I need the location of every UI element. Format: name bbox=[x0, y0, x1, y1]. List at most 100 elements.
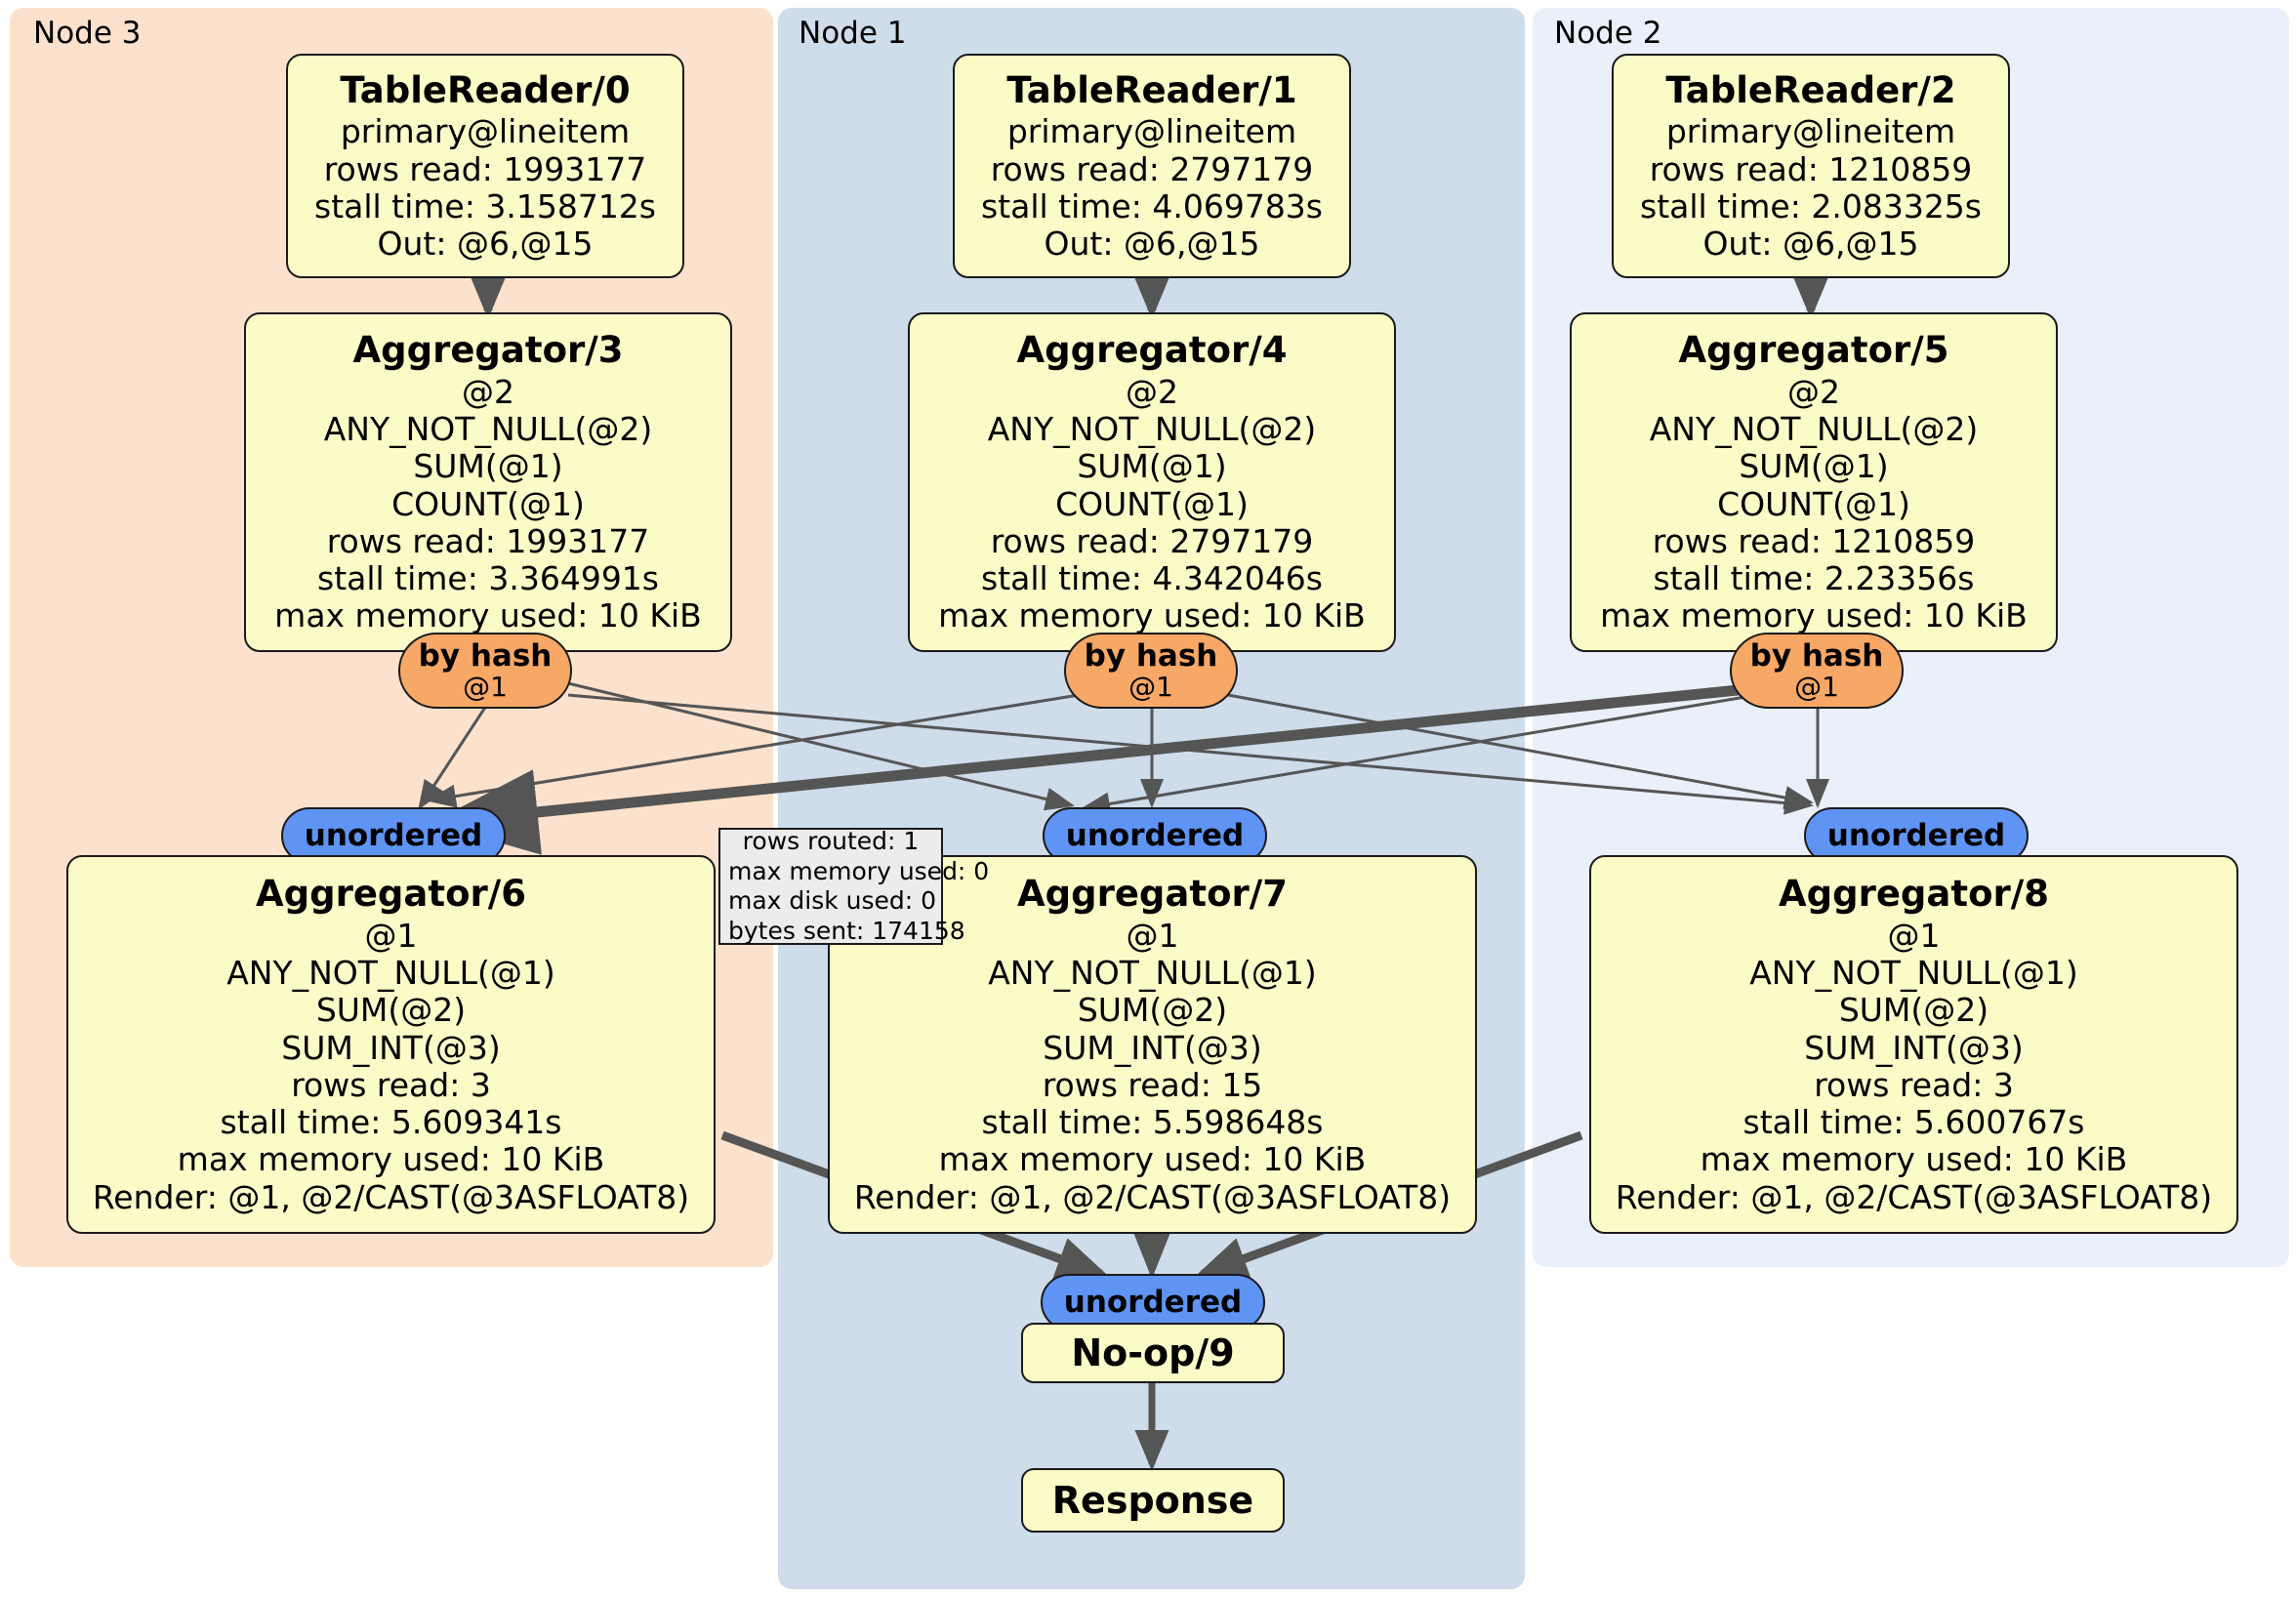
node-line: Render: @1, @2/CAST(@3ASFLOAT8) bbox=[1615, 1177, 2213, 1216]
node-line: Render: @1, @2/CAST(@3ASFLOAT8) bbox=[853, 1177, 1452, 1216]
node-line: max memory used: 10 KiB bbox=[938, 1140, 1367, 1179]
node-noop-9[interactable]: No-op/9 bbox=[1021, 1323, 1285, 1383]
node-line: stall time: 2.083325s bbox=[1640, 186, 1982, 225]
node-line: max memory used: 10 KiB bbox=[1600, 596, 2028, 635]
node-line: Out: @6,@15 bbox=[1044, 225, 1260, 264]
node-aggregator-3[interactable]: Aggregator/3 @2 ANY_NOT_NULL(@2) SUM(@1)… bbox=[244, 312, 732, 652]
node-line: COUNT(@1) bbox=[391, 484, 585, 523]
node-line: Render: @1, @2/CAST(@3ASFLOAT8) bbox=[92, 1177, 690, 1216]
statbox-line: bytes sent: 174158 bbox=[728, 916, 965, 945]
node-title: Aggregator/3 bbox=[352, 329, 624, 372]
node-title: TableReader/0 bbox=[340, 68, 631, 111]
node-line: max memory used: 10 KiB bbox=[1700, 1140, 2128, 1179]
node-line: @1 bbox=[1887, 916, 1941, 955]
node-title: TableReader/1 bbox=[1006, 68, 1297, 111]
node-line: stall time: 5.600767s bbox=[1742, 1103, 2085, 1142]
node-line: @2 bbox=[462, 372, 514, 411]
node-line: ANY_NOT_NULL(@1) bbox=[1749, 954, 2078, 993]
node-line: rows read: 3 bbox=[1814, 1065, 2014, 1104]
node-line: SUM_INT(@3) bbox=[1043, 1028, 1262, 1067]
receiver-title: unordered bbox=[1063, 1284, 1243, 1320]
node-title: Response bbox=[1051, 1479, 1254, 1522]
node-line: primary@lineitem bbox=[1006, 112, 1297, 151]
node-line: @2 bbox=[1126, 372, 1178, 411]
router-by-hash-mid[interactable]: by hash @1 bbox=[1064, 633, 1238, 709]
node-tablereader-0[interactable]: TableReader/0 primary@lineitem rows read… bbox=[286, 54, 684, 278]
node-line: stall time: 2.23356s bbox=[1653, 559, 1975, 598]
node-line: COUNT(@1) bbox=[1717, 484, 1910, 523]
node-line: ANY_NOT_NULL(@2) bbox=[987, 410, 1317, 449]
node-line: @1 bbox=[364, 916, 418, 955]
node-line: stall time: 5.598648s bbox=[981, 1103, 1324, 1142]
node-line: stall time: 4.342046s bbox=[981, 559, 1323, 598]
statbox-line: max memory used: 0 bbox=[728, 856, 990, 885]
node-line: SUM(@2) bbox=[1077, 991, 1228, 1030]
node-line: @2 bbox=[1787, 372, 1840, 411]
node-line: rows read: 1993177 bbox=[326, 521, 650, 560]
node-title: TableReader/2 bbox=[1665, 68, 1956, 111]
node-line: rows read: 15 bbox=[1042, 1065, 1263, 1104]
cluster-label-node-3: Node 3 bbox=[33, 16, 142, 51]
node-title: No-op/9 bbox=[1071, 1331, 1235, 1374]
node-line: rows read: 2797179 bbox=[990, 149, 1314, 188]
node-line: SUM_INT(@3) bbox=[1804, 1028, 2024, 1067]
router-title: by hash bbox=[1084, 637, 1218, 674]
router-by-hash-right[interactable]: by hash @1 bbox=[1730, 633, 1904, 709]
node-tablereader-2[interactable]: TableReader/2 primary@lineitem rows read… bbox=[1612, 54, 2010, 278]
node-tablereader-1[interactable]: TableReader/1 primary@lineitem rows read… bbox=[953, 54, 1351, 278]
router-title: by hash bbox=[418, 637, 553, 674]
node-line: rows read: 2797179 bbox=[990, 521, 1314, 560]
receiver-unordered-mid[interactable]: unordered bbox=[1043, 807, 1267, 864]
node-aggregator-8[interactable]: Aggregator/8 @1 ANY_NOT_NULL(@1) SUM(@2)… bbox=[1589, 855, 2238, 1234]
receiver-title: unordered bbox=[304, 817, 483, 853]
receiver-unordered-right[interactable]: unordered bbox=[1804, 807, 2029, 864]
node-line: SUM(@1) bbox=[1077, 447, 1227, 486]
node-line: SUM(@2) bbox=[315, 991, 467, 1030]
node-line: ANY_NOT_NULL(@1) bbox=[226, 954, 555, 993]
cluster-label-node-2: Node 2 bbox=[1554, 16, 1662, 51]
node-line: max memory used: 10 KiB bbox=[938, 596, 1366, 635]
node-title: Aggregator/4 bbox=[1016, 329, 1288, 372]
receiver-unordered-final[interactable]: unordered bbox=[1041, 1274, 1265, 1331]
node-aggregator-4[interactable]: Aggregator/4 @2 ANY_NOT_NULL(@2) SUM(@1)… bbox=[908, 312, 1396, 652]
node-line: max memory used: 10 KiB bbox=[177, 1140, 605, 1179]
node-aggregator-7[interactable]: Aggregator/7 @1 ANY_NOT_NULL(@1) SUM(@2)… bbox=[828, 855, 1477, 1234]
node-line: SUM(@1) bbox=[413, 447, 563, 486]
node-title: Aggregator/7 bbox=[1016, 873, 1288, 916]
router-sub: @1 bbox=[1794, 670, 1839, 703]
router-title: by hash bbox=[1749, 637, 1884, 674]
node-line: rows read: 1210859 bbox=[1652, 521, 1976, 560]
node-line: SUM(@1) bbox=[1739, 447, 1889, 486]
node-title: Aggregator/6 bbox=[255, 873, 526, 916]
receiver-title: unordered bbox=[1826, 817, 2006, 853]
node-line: primary@lineitem bbox=[340, 112, 631, 151]
node-line: ANY_NOT_NULL(@2) bbox=[1649, 410, 1979, 449]
node-line: stall time: 3.364991s bbox=[317, 559, 659, 598]
cluster-label-node-1: Node 1 bbox=[799, 16, 907, 51]
router-sub: @1 bbox=[463, 670, 508, 703]
node-line: stall time: 3.158712s bbox=[314, 186, 656, 225]
node-title: Aggregator/5 bbox=[1678, 329, 1949, 372]
node-line: COUNT(@1) bbox=[1055, 484, 1249, 523]
router-sub: @1 bbox=[1128, 670, 1173, 703]
receiver-title: unordered bbox=[1065, 817, 1245, 853]
node-response[interactable]: Response bbox=[1021, 1468, 1285, 1533]
node-aggregator-5[interactable]: Aggregator/5 @2 ANY_NOT_NULL(@2) SUM(@1)… bbox=[1570, 312, 2058, 652]
node-line: @1 bbox=[1126, 916, 1179, 955]
node-line: Out: @6,@15 bbox=[377, 225, 594, 264]
node-line: rows read: 1210859 bbox=[1649, 149, 1973, 188]
node-line: rows read: 3 bbox=[291, 1065, 491, 1104]
node-line: ANY_NOT_NULL(@1) bbox=[988, 954, 1317, 993]
statbox-line: rows routed: 1 bbox=[742, 827, 920, 855]
node-line: Out: @6,@15 bbox=[1702, 225, 1919, 264]
node-title: Aggregator/8 bbox=[1778, 873, 2049, 916]
statbox-line: max disk used: 0 bbox=[728, 886, 937, 915]
router-by-hash-left[interactable]: by hash @1 bbox=[398, 633, 572, 709]
node-line: max memory used: 10 KiB bbox=[274, 596, 702, 635]
node-aggregator-6[interactable]: Aggregator/6 @1 ANY_NOT_NULL(@1) SUM(@2)… bbox=[66, 855, 716, 1234]
node-line: stall time: 4.069783s bbox=[981, 186, 1323, 225]
node-line: ANY_NOT_NULL(@2) bbox=[323, 410, 653, 449]
node-line: SUM_INT(@3) bbox=[281, 1028, 501, 1067]
node-line: SUM(@2) bbox=[1838, 991, 1989, 1030]
